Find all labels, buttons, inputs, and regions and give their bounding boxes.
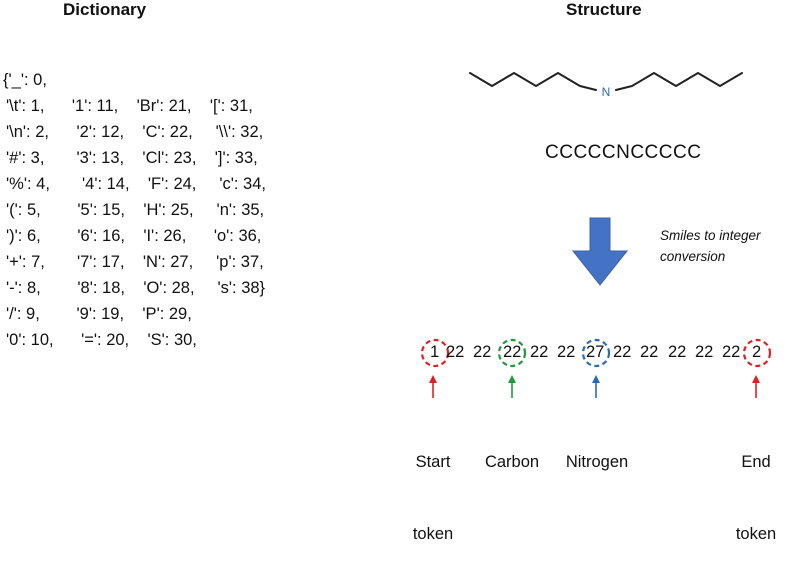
dictionary-line: '%': 4, '4': 14, 'F': 24, 'c': 34, xyxy=(6,175,266,193)
end-token-label: End token xyxy=(735,453,777,543)
dictionary-header: Dictionary xyxy=(63,0,147,19)
smiles-string: CCCCCNCCCCC xyxy=(545,142,702,163)
dictionary-line: '/': 9, '9': 19, 'P': 29, xyxy=(6,305,192,323)
dictionary-line: {'_': 0, xyxy=(3,71,47,89)
end-token-highlight xyxy=(742,338,772,368)
carbon-arrowhead-icon xyxy=(508,375,516,383)
carbon-token-highlight xyxy=(497,338,527,368)
token: 22 xyxy=(695,343,714,361)
nitrogen-label: Nitrogen xyxy=(565,453,629,471)
dictionary-line: '\n': 2, '2': 12, 'C': 22, '\\': 32, xyxy=(6,123,264,141)
conversion-label-line2: conversion xyxy=(660,249,726,264)
dictionary-line: '-': 8, '8': 18, 'O': 28, 's': 38} xyxy=(6,279,266,297)
nitrogen-token-highlight xyxy=(581,338,611,368)
start-token-label: Start token xyxy=(412,453,454,543)
token: 22 xyxy=(446,343,465,361)
dictionary-line: '0': 10, '=': 20, 'S': 30, xyxy=(6,331,197,349)
token: 22 xyxy=(557,343,576,361)
dictionary-line: '+': 7, '7': 17, 'N': 27, 'p': 37, xyxy=(6,253,264,271)
start-arrowhead-icon xyxy=(429,375,437,383)
diagram-graphics: N xyxy=(420,72,772,398)
nitrogen-arrowhead-icon xyxy=(592,375,600,383)
dictionary-line: ')': 6, '6': 16, 'I': 26, 'o': 36, xyxy=(6,227,262,245)
token: 22 xyxy=(503,343,522,361)
nitrogen-atom-label: N xyxy=(602,85,611,99)
structure-header: Structure xyxy=(566,0,642,19)
token: 22 xyxy=(640,343,659,361)
start-token-highlight xyxy=(420,338,450,368)
dictionary-line: '(': 5, '5': 15, 'H': 25, 'n': 35, xyxy=(6,201,265,219)
dictionary-line: '#': 3, '3': 13, 'Cl': 23, ']': 33, xyxy=(6,149,258,167)
end-arrowhead-icon xyxy=(752,375,760,383)
token: 22 xyxy=(722,343,741,361)
token: 22 xyxy=(668,343,687,361)
molecule-skeleton xyxy=(469,72,743,91)
token: 1 xyxy=(430,343,440,361)
token: 2 xyxy=(752,343,762,361)
token: 22 xyxy=(473,343,492,361)
token: 22 xyxy=(613,343,632,361)
down-arrow-icon xyxy=(571,217,629,286)
token: 22 xyxy=(530,343,549,361)
dictionary-line: '\t': 1, '1': 11, 'Br': 21, '[': 31, xyxy=(6,97,253,115)
conversion-label-line1: Smiles to integer xyxy=(660,228,761,243)
token: 27 xyxy=(586,343,605,361)
carbon-label: Carbon xyxy=(484,453,540,471)
